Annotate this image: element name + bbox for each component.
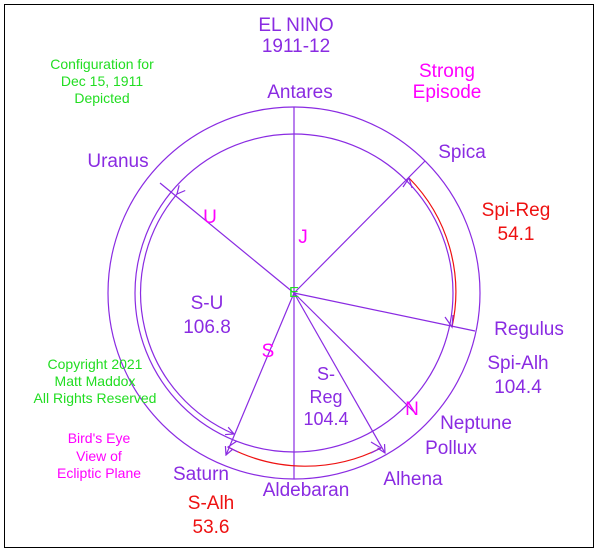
marker-j: J: [298, 227, 308, 248]
label-saturn: Saturn: [173, 464, 229, 485]
view-line2: View of: [76, 447, 122, 464]
view-line1: Bird's Eye: [67, 430, 131, 446]
angle-s-reg-line2: Reg: [309, 386, 343, 407]
angle-s-u-label: S-U: [190, 293, 224, 314]
line-uranus: [159, 182, 295, 294]
angle-spi-reg-value: 54.1: [497, 223, 535, 245]
label-neptune: Neptune: [440, 413, 512, 434]
episode-note: Strong Episode: [412, 61, 482, 104]
title-line1: EL NINO: [258, 15, 334, 36]
angle-spi-alh-value: 104.4: [494, 376, 542, 398]
arrow-s-alh-start: [226, 440, 239, 453]
angle-s-reg-line1: S-: [316, 364, 335, 384]
label-alhena: Alhena: [383, 469, 443, 490]
line-saturn: [226, 292, 295, 455]
label-pollux: Pollux: [425, 438, 477, 459]
copyright-note: Copyright 2021 Matt Maddox All Rights Re…: [34, 356, 157, 406]
episode-line1: Strong: [419, 61, 475, 82]
arrow-spi-reg-end: [444, 314, 454, 329]
angle-spi-alh: Spi-Alh 104.4: [487, 352, 548, 400]
angle-spi-alh-label: Spi-Alh: [487, 353, 549, 374]
copyright-line3: All Rights Reserved: [33, 389, 157, 406]
arrow-spi-reg-start: [402, 176, 413, 189]
line-alhena: [293, 292, 385, 453]
copyright-line1: Copyright 2021: [47, 356, 143, 372]
angle-s-reg: S- Reg 104.4: [303, 363, 348, 431]
configuration-line3: Depicted: [74, 89, 130, 106]
title: EL NINO 1911-12: [258, 15, 334, 58]
title-line2: 1911-12: [261, 35, 331, 57]
angle-s-reg-value: 104.4: [303, 409, 349, 429]
arc-s-alh: [227, 446, 382, 467]
marker-n: N: [405, 399, 419, 420]
angle-s-u-value: 106.8: [183, 316, 231, 338]
view-note: Bird's Eye View of Ecliptic Plane: [57, 430, 141, 483]
angle-s-alh-value: 53.6: [192, 516, 230, 538]
label-aldebaran: Aldebaran: [262, 480, 350, 501]
arc-spi-reg: [408, 177, 457, 328]
episode-line2: Episode: [412, 81, 482, 103]
label-regulus: Regulus: [494, 319, 564, 340]
marker-s: S: [261, 341, 275, 362]
arrow-s-alh-end: [370, 441, 383, 454]
line-regulus: [293, 292, 476, 332]
configuration-note: Configuration for Dec 15, 1911 Depicted: [50, 56, 154, 106]
configuration-line2: Dec 15, 1911: [60, 72, 144, 89]
configuration-line1: Configuration for: [50, 56, 154, 72]
marker-u: U: [203, 207, 217, 228]
angle-spi-reg-label: Spi-Reg: [481, 200, 551, 221]
marker-e: E: [288, 284, 300, 301]
arc-s-u: [140, 194, 234, 434]
line-spica: [293, 160, 426, 294]
label-spica: Spica: [438, 142, 486, 163]
angle-s-alh-label: S-Alh: [187, 493, 235, 514]
line-neptune-pollux: [293, 292, 415, 413]
angle-s-u: S-U 106.8: [183, 292, 231, 340]
label-uranus: Uranus: [87, 151, 149, 172]
view-line3: Ecliptic Plane: [56, 465, 142, 481]
label-antares: Antares: [267, 82, 333, 103]
copyright-line2: Matt Maddox: [54, 372, 136, 389]
diagram-frame: [4, 4, 594, 548]
angle-s-alh: S-Alh 53.6: [188, 492, 234, 540]
angle-spi-reg: Spi-Reg 54.1: [482, 199, 551, 247]
